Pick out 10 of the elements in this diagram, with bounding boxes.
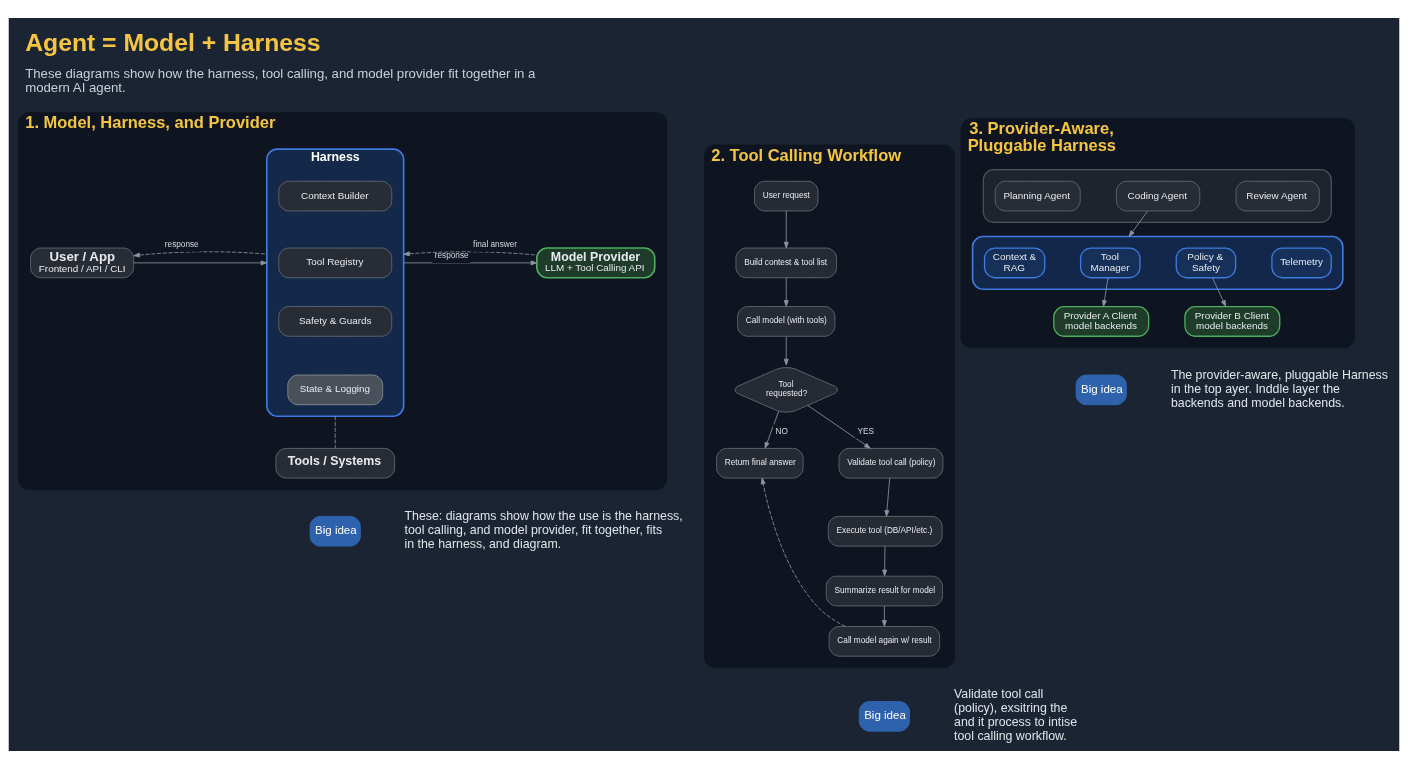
edge-label: YES — [857, 426, 875, 436]
node-label: These: diagrams show how the use is the harness, tool calling, and model provider, fit together, fits in the harness, and diagram. — [404, 508, 683, 551]
node-label: Validate tool call (policy), exsitring the and it process to intise tool calling workflow. — [954, 686, 1078, 743]
edge-label: NO — [775, 426, 788, 436]
caption: These diagrams show how the harness, tool calling, and model provider fit together in a modern AI agent. — [25, 65, 536, 95]
edge-label: response — [164, 239, 199, 249]
edge-label: final answer — [473, 239, 518, 249]
diagram-title: Agent = Model + Harness — [25, 28, 321, 56]
edge-label: response — [434, 250, 469, 260]
node-label: The provider-aware, pluggable Harness in the top ayer. Inddle layer the backends and model backends. — [1170, 367, 1388, 410]
